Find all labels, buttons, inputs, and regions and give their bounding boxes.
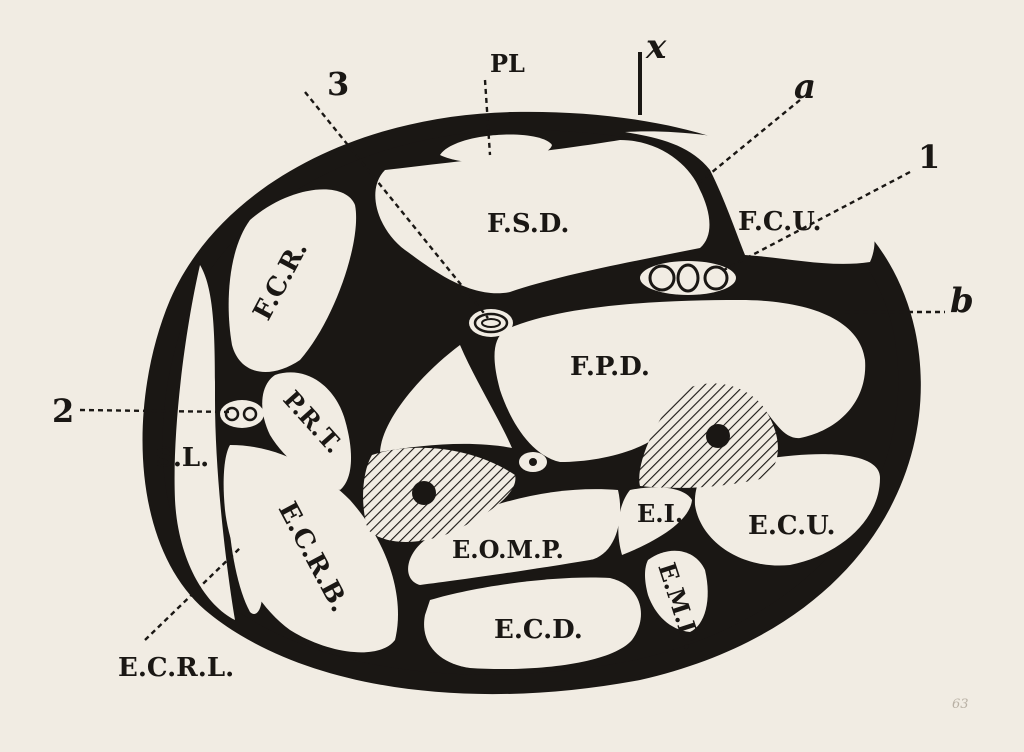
label-fpd: F.P.D. (570, 352, 650, 382)
leader-lines (79, 79, 945, 641)
compartment-sl-shape (174, 265, 235, 620)
ref-1: 1 (918, 138, 940, 176)
label-fsd: F.S.D. (487, 209, 569, 239)
label-sl: S.L. (155, 443, 209, 473)
compartments (174, 131, 880, 670)
compartment-fcr-shape (228, 189, 357, 372)
radius-marrow (412, 481, 436, 505)
vessel-group-2 (220, 400, 264, 428)
label-ecu: E.C.U. (748, 511, 836, 541)
signature-mark: 63 (952, 697, 969, 712)
ref-2: 2 (52, 392, 74, 430)
compartment-fsd-shape (375, 140, 710, 294)
label-ecd: E.C.D. (494, 615, 583, 645)
leader-3 (304, 91, 489, 319)
compartment-ecrb-shape (223, 445, 398, 653)
compartment-emd-shape (645, 550, 708, 632)
leader-pl (483, 79, 492, 156)
label-pl: PL (490, 49, 525, 78)
compartment-ecd-shape (424, 577, 641, 670)
leader-a (699, 99, 801, 183)
leader-2 (79, 408, 233, 414)
small-vessel (519, 452, 547, 472)
ulna-marrow (706, 424, 730, 448)
label-eomp: E.O.M.P. (452, 535, 564, 564)
compartment-prt-shape (262, 372, 352, 490)
vessel-group-3 (469, 309, 513, 337)
label-fcu: F.C.U. (738, 207, 822, 237)
compartment-eomp-shape (408, 489, 621, 585)
label-ei: E.I. (637, 499, 683, 528)
leader-ecrl (144, 547, 241, 641)
label-ecrl: E.C.R.L. (118, 653, 234, 683)
compartment-fcu-shape (625, 131, 875, 264)
ref-3: 3 (327, 65, 349, 103)
compartment-triangle-shape (380, 345, 512, 452)
ref-x: x (645, 27, 667, 67)
radius-bone (363, 447, 516, 542)
ref-b: b (950, 281, 974, 321)
ref-a: a (794, 67, 816, 107)
compartment-ecrl-shape (228, 508, 262, 615)
compartment-fpd-shape (494, 300, 866, 462)
compartment-ei-shape (618, 487, 692, 555)
vessel-group-1 (640, 261, 736, 295)
